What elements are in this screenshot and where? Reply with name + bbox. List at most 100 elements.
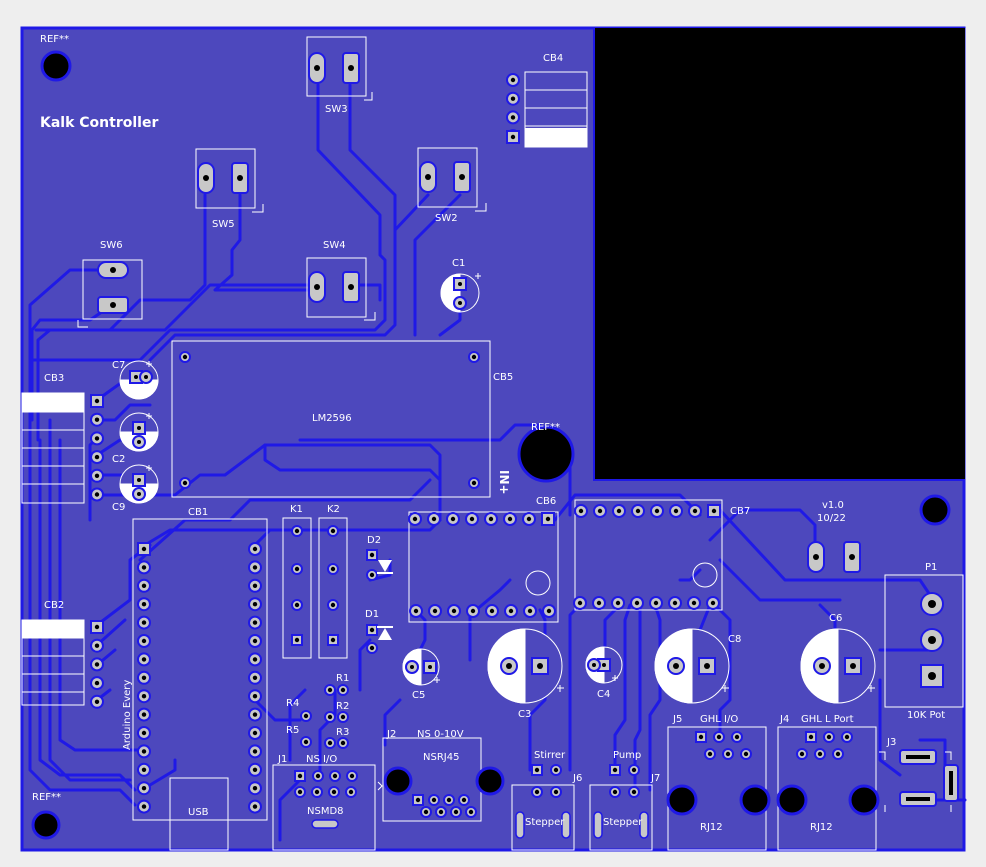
pad-hole [534,789,540,795]
pad-hole [808,734,814,740]
label-arduino: Arduino Every [122,680,133,750]
diodes [377,560,393,640]
label-cb5: CB5 [493,372,513,383]
pad-hole [631,789,637,795]
pad-hole [340,740,346,746]
pad-hole [415,797,421,803]
pad-hole [553,767,559,773]
capacitors [119,273,876,704]
pad-hole [330,637,336,643]
pad-hole [432,608,438,614]
label-r5: R5 [286,725,299,736]
label-sw5: SW5 [212,219,235,230]
pad-hole [844,734,850,740]
pad-hole [94,473,100,478]
pad-hole [635,508,641,514]
pad-hole [327,740,333,746]
label-c5: C5 [412,690,425,701]
pad-hole [510,134,516,140]
mounting-hole-center [517,425,575,483]
pad-hole [252,602,258,607]
pad-hole [577,600,583,606]
label-r3: R3 [336,727,349,738]
pad-hole [673,508,679,514]
pad-hole [327,714,333,720]
mounting-hole-right [919,494,951,526]
pad-hole [141,657,147,662]
pad-hole [182,354,188,360]
pad-hole [471,480,477,486]
pad-hole [716,734,722,740]
pad-hole [692,508,698,514]
pad-hole [332,773,338,779]
pad-hole [446,797,452,803]
pad-hole [612,767,618,773]
keepout-region [594,28,965,480]
label-lm2596: LM2596 [312,413,352,424]
pad-hole [578,508,584,514]
label-r1: R1 [336,673,349,684]
pad-hole [507,516,513,522]
label-in-plus: IN+ [497,470,511,495]
label-cb7: CB7 [730,506,750,517]
pad-hole [545,516,551,522]
pad-hole [725,751,731,757]
pad-hole [252,804,258,809]
label-p1: P1 [925,562,937,573]
pad-hole [423,809,429,815]
label-r4: R4 [286,698,299,709]
pad-hole [94,398,100,404]
pad-hole [94,436,100,441]
pad-hole [141,804,147,809]
pad-hole [94,624,100,630]
pad-hole [141,749,147,754]
pad-hole [141,712,147,717]
pad-hole [297,789,303,795]
label-cb6: CB6 [536,496,556,507]
label-sw3: SW3 [325,104,348,115]
label-stepper-1: Stepper [525,817,565,828]
pad-hole [488,516,494,522]
pad-hole [294,566,300,572]
pad-hole [369,572,375,578]
label-stirrer: Stirrer [534,750,566,761]
pad-hole [431,797,437,803]
label-c6: C6 [829,613,842,624]
board-title: Kalk Controller [40,115,158,131]
pad-hole [94,454,100,460]
label-sw6: SW6 [100,240,123,251]
pad-hole [711,508,717,514]
pad-hole [369,552,375,558]
label-d2: D2 [367,535,381,546]
pad-hole [252,749,258,754]
pad-hole [698,734,704,740]
pad-hole [94,680,100,686]
pad-hole [252,786,258,791]
label-j7: J7 [650,773,660,784]
label-j5: J5 [672,714,682,725]
pad-hole [615,600,621,606]
mounting-hole-top-left [40,50,72,82]
pad-hole [331,789,337,795]
pad-hole [294,602,300,608]
pad-hole [141,638,147,644]
label-j1-name: NS I/O [306,754,337,765]
label-c7: C7 [112,360,125,371]
pad-hole [438,809,444,815]
pad-hole [141,546,147,552]
pad-hole [252,767,258,772]
traces [28,83,967,842]
pad-hole [252,583,258,588]
silkscreen-labels: Kalk Controller REF** REF** REF** SW3 SW… [32,34,945,833]
pad-hole [330,566,336,572]
label-j6: J6 [572,773,582,784]
pad-hole [508,608,514,614]
pad-hole [691,600,697,606]
pad-hole [450,516,456,522]
ref-label-top-left: REF** [40,34,69,45]
pad-hole [453,809,459,815]
pad-hole [252,565,258,570]
pad-hole [303,739,309,745]
pad-hole [743,751,749,757]
pad-hole [94,492,100,497]
